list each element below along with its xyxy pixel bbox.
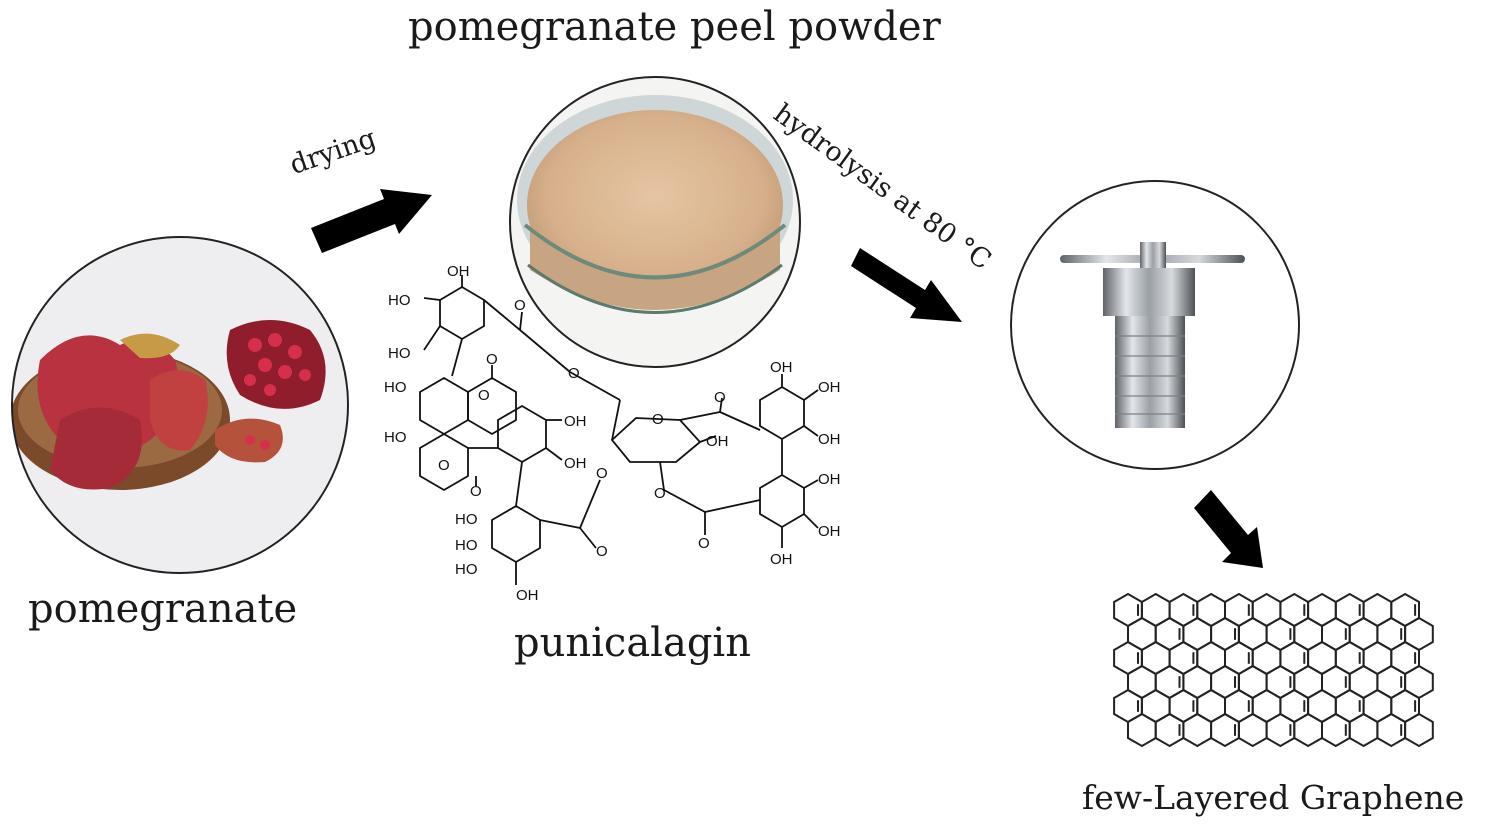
ho-label: HO bbox=[384, 379, 407, 396]
o-label: O bbox=[714, 389, 726, 406]
o-label: O bbox=[568, 365, 580, 382]
graphene-lattice bbox=[1113, 592, 1434, 748]
ho-label: HO bbox=[455, 511, 478, 528]
punicalagin-structure: OH HO HO HO HO O O O O O O OH OH HO HO H… bbox=[384, 263, 841, 604]
ho-label: HO bbox=[455, 537, 478, 554]
oh-label: OH bbox=[516, 587, 539, 604]
arrow-drying bbox=[311, 189, 432, 253]
pomegranate-label: pomegranate bbox=[28, 586, 298, 632]
o-label: O bbox=[478, 387, 490, 404]
o-label: O bbox=[514, 297, 526, 314]
o-label: O bbox=[596, 465, 608, 482]
graphene-hexagon bbox=[1404, 712, 1434, 748]
oh-label: OH bbox=[706, 433, 729, 450]
oh-label: OH bbox=[818, 523, 841, 540]
powder-title: pomegranate peel powder bbox=[408, 4, 941, 50]
arrow-hydrolysis bbox=[851, 248, 962, 322]
arrow-graphene bbox=[1194, 490, 1263, 568]
oh-label: OH bbox=[770, 359, 793, 376]
oh-label: OH bbox=[818, 471, 841, 488]
o-label: O bbox=[698, 535, 710, 552]
o-label: O bbox=[470, 483, 482, 500]
oh-label: OH bbox=[770, 551, 793, 568]
graphene-label: few-Layered Graphene bbox=[1082, 778, 1465, 817]
graphene-hexagon bbox=[1293, 712, 1323, 748]
punicalagin-label: punicalagin bbox=[514, 620, 751, 666]
oh-label: OH bbox=[447, 263, 470, 280]
pomegranate-photo bbox=[11, 236, 349, 574]
o-label: O bbox=[486, 351, 498, 368]
graphene-hexagon bbox=[1182, 712, 1213, 748]
graphene-hexagon bbox=[1127, 712, 1157, 748]
graphene-hexagon bbox=[1237, 712, 1268, 748]
ho-label: HO bbox=[455, 561, 478, 578]
ho-label: HO bbox=[388, 292, 411, 309]
o-label: O bbox=[438, 457, 450, 474]
o-label: O bbox=[596, 543, 608, 560]
autoclave-reactor-photo bbox=[1010, 180, 1300, 470]
powder-photo bbox=[509, 76, 801, 368]
oh-label: OH bbox=[818, 431, 841, 448]
ho-label: HO bbox=[384, 429, 407, 446]
oh-label: OH bbox=[564, 455, 587, 472]
oh-label: OH bbox=[564, 413, 587, 430]
graphene-hexagon bbox=[1348, 712, 1379, 748]
oh-label: OH bbox=[818, 379, 841, 396]
o-label: O bbox=[652, 411, 664, 428]
ho-label: HO bbox=[388, 345, 411, 362]
o-label: O bbox=[654, 485, 666, 502]
